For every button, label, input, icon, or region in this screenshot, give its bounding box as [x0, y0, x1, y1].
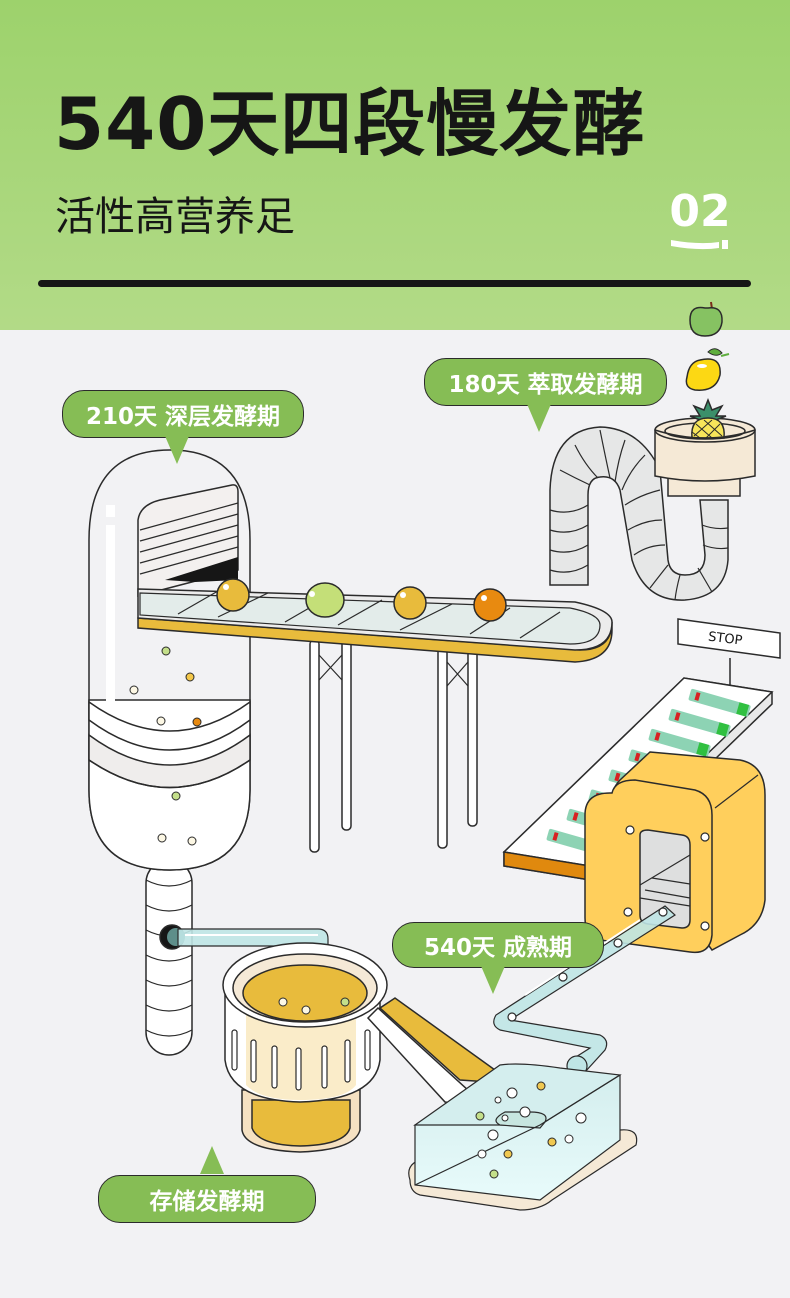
- header-divider: [38, 280, 751, 287]
- stage-bubble-extraction: 180天 萃取发酵期: [424, 358, 667, 406]
- stop-sign: STOP: [707, 630, 743, 649]
- ball-green: [305, 582, 345, 618]
- conveyor-belt: [137, 578, 613, 853]
- storage-pot: [222, 942, 496, 1153]
- packing-machine: [584, 751, 766, 954]
- maturation-box: [408, 1063, 638, 1211]
- section-number: 02: [669, 186, 731, 237]
- ball-orange: [473, 588, 507, 622]
- bubble-tail: [481, 966, 505, 994]
- stage-bubble-storage: 存储发酵期: [98, 1175, 316, 1223]
- ball-yellow: [393, 586, 427, 620]
- pineapple-icon: [689, 397, 727, 439]
- stage-label: 210天 深层发酵期: [85, 404, 281, 430]
- deep-fermentation-tank: [88, 449, 251, 1056]
- bubble-tail: [200, 1146, 224, 1174]
- stage-bubble-deep-fermentation: 210天 深层发酵期: [62, 390, 304, 438]
- stage-label: 180天 萃取发酵期: [448, 372, 643, 398]
- smile-underline-icon: [671, 240, 728, 250]
- bubble-tail: [165, 436, 189, 464]
- lemon-icon: [685, 348, 730, 391]
- stage-bubble-maturation: 540天 成熟期: [392, 922, 604, 968]
- ball-yellow: [216, 578, 250, 612]
- stage-label: 存储发酵期: [149, 1189, 265, 1215]
- conveyor-balls: [216, 578, 507, 622]
- bubble-tail: [527, 404, 551, 432]
- page-subtitle: 活性高营养足: [55, 194, 295, 240]
- page-title: 540天四段慢发酵: [54, 82, 646, 166]
- extraction-hose: [549, 417, 756, 601]
- fruits: [685, 301, 730, 439]
- stage-label: 540天 成熟期: [423, 935, 573, 961]
- apple-icon: [689, 301, 723, 337]
